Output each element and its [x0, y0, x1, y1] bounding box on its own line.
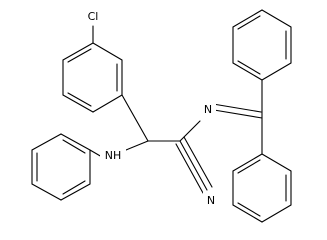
lower-phenyl-ring	[232, 153, 292, 223]
upper-phenyl-ring	[232, 9, 292, 81]
chlorine-label: Cl	[88, 10, 99, 23]
ring-ch-bond	[121, 94, 149, 142]
imine-nitrogen-label: N	[204, 103, 212, 116]
imine-double-bond	[212, 103, 263, 119]
atom-label-cl: Cl	[81, 6, 105, 24]
chlorophenyl-ring	[62, 42, 123, 113]
amine-label: NH	[105, 149, 122, 162]
aniline-ring	[31, 133, 91, 201]
chemical-structure: Cl N NH N	[31, 6, 292, 223]
atom-label-nitrile-n: N	[203, 191, 219, 209]
nitrile-group	[175, 136, 213, 194]
nitrile-nitrogen-label: N	[207, 194, 215, 207]
ch-nh-bond	[125, 140, 149, 151]
ch-n-bond	[179, 120, 201, 142]
atom-label-nh: NH	[100, 146, 126, 164]
atom-label-imine-n: N	[200, 100, 216, 117]
